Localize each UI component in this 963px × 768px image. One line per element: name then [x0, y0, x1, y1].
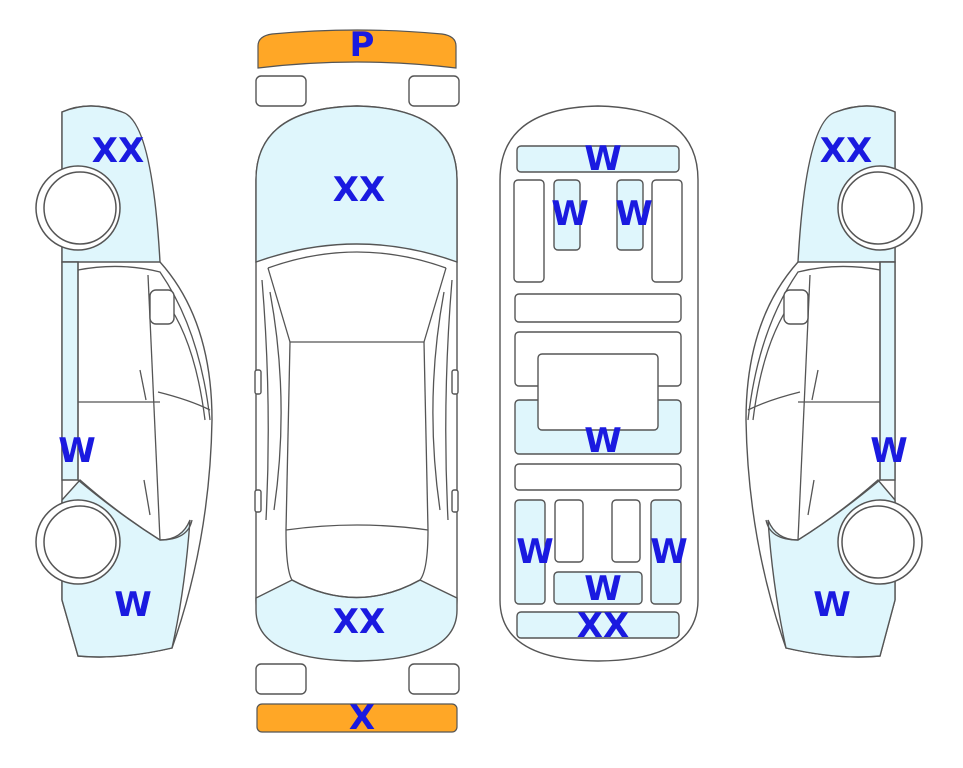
roof-rear-left[interactable]: [514, 499, 546, 605]
roof-front-left-pillar[interactable]: [553, 179, 581, 251]
code-roof-rear-center: W: [584, 569, 622, 609]
front-right-light: [408, 75, 460, 107]
code-hood: XX: [333, 170, 385, 210]
roof-rear-center[interactable]: [553, 571, 643, 605]
top-view-car: [254, 105, 459, 662]
code-trunk: XX: [333, 602, 385, 642]
damage-codes: P X XX XX W W W W W W W XX XX W W XX W W: [58, 25, 908, 738]
code-left-front-fender: XX: [92, 131, 144, 171]
code-right-rocker: W: [870, 431, 908, 471]
code-left-rear-quarter: W: [114, 585, 152, 625]
code-roof-front-left-pillar: W: [551, 194, 589, 234]
roof-rear-right[interactable]: [650, 499, 682, 605]
code-roof-rear-rail: XX: [577, 606, 629, 646]
code-right-front-fender: XX: [820, 131, 872, 171]
code-roof-rear-left: W: [516, 532, 554, 572]
code-roof-front-rail: W: [584, 139, 622, 179]
code-right-rear-quarter: W: [813, 585, 851, 625]
code-roof-front-right-pillar: W: [615, 194, 653, 234]
rear-left-light: [255, 663, 307, 695]
rear-right-light: [408, 663, 460, 695]
code-left-rocker: W: [58, 431, 96, 471]
front-bumper[interactable]: [257, 29, 457, 69]
code-front-bumper: P: [350, 25, 375, 65]
code-rear-bumper: X: [349, 698, 375, 738]
roof-front-rail[interactable]: [516, 145, 680, 173]
code-roof-rear-right: W: [650, 532, 688, 572]
roof-front-right-pillar[interactable]: [616, 179, 644, 251]
front-left-light: [255, 75, 307, 107]
roof-view-car: [499, 105, 699, 662]
hood-panel[interactable]: [255, 105, 458, 263]
left-side-car: [35, 105, 213, 658]
roof-rear-rail[interactable]: [516, 611, 680, 639]
rear-bumper[interactable]: [256, 703, 458, 733]
right-side-car: [745, 105, 923, 658]
code-roof-center: W: [584, 421, 622, 461]
